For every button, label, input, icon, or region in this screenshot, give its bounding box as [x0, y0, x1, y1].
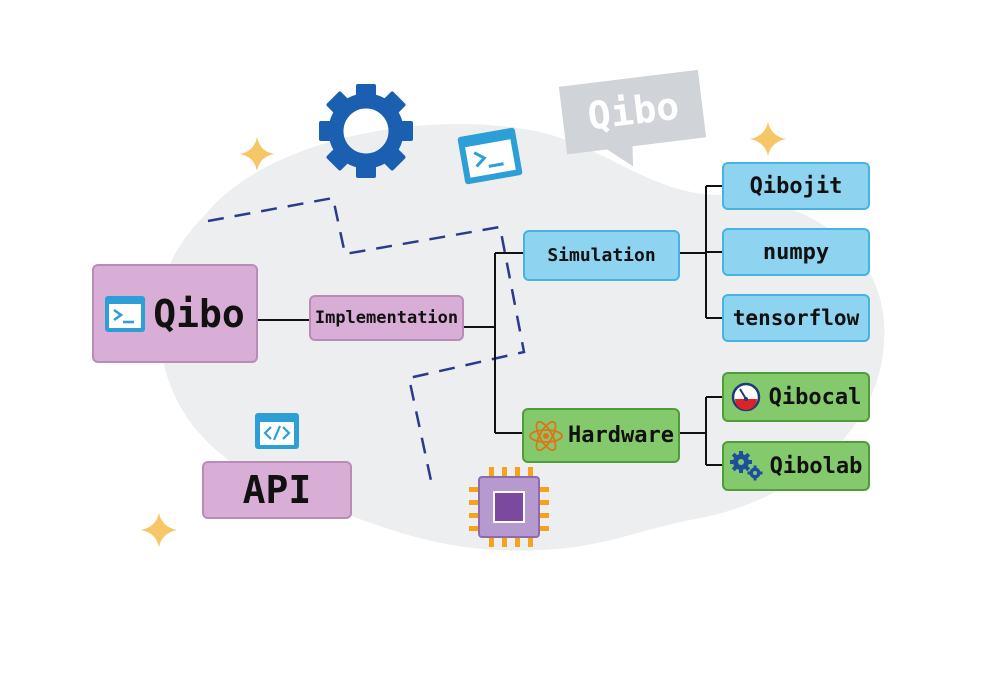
backend-qibolab-node: Qibolab [722, 441, 870, 491]
hardware-node: Hardware [522, 408, 680, 463]
api-label: API [242, 468, 312, 512]
code-icon [255, 413, 299, 449]
backend-qibocal-label: Qibocal [768, 384, 862, 410]
backend-qibojit-label: Qibojit [749, 173, 843, 199]
backend-tensorflow-node: tensorflow [722, 294, 870, 342]
backend-numpy-label: numpy [762, 239, 830, 265]
backend-qibocal-node: Qibocal [722, 372, 870, 422]
chip-icon [469, 467, 549, 547]
api-node: API [202, 461, 352, 519]
simulation-label: Simulation [547, 245, 656, 266]
hardware-label: Hardware [568, 423, 674, 448]
backend-tensorflow-label: tensorflow [732, 306, 860, 330]
implementation-label: Implementation [314, 308, 459, 328]
qibo-root-node: Qibo [92, 264, 258, 363]
gauge-icon [731, 382, 760, 412]
gears-icon [729, 451, 763, 481]
sparkle-icon [141, 513, 177, 547]
terminal-icon [457, 127, 523, 185]
simulation-node: Simulation [523, 230, 680, 281]
terminal-icon [105, 295, 146, 332]
speech-bubble [558, 69, 707, 167]
sparkle-icon [239, 137, 275, 171]
sparkle-icon [750, 122, 786, 156]
backend-qibolab-label: Qibolab [769, 453, 863, 479]
backend-numpy-node: numpy [722, 228, 870, 276]
qibo-root-label: Qibo [153, 291, 245, 336]
backend-qibojit-node: Qibojit [722, 162, 870, 210]
implementation-node: Implementation [309, 295, 464, 341]
atom-icon [529, 420, 563, 451]
background-blob [159, 123, 885, 551]
tree-connectors [257, 185, 723, 466]
gear-icon [319, 84, 413, 178]
